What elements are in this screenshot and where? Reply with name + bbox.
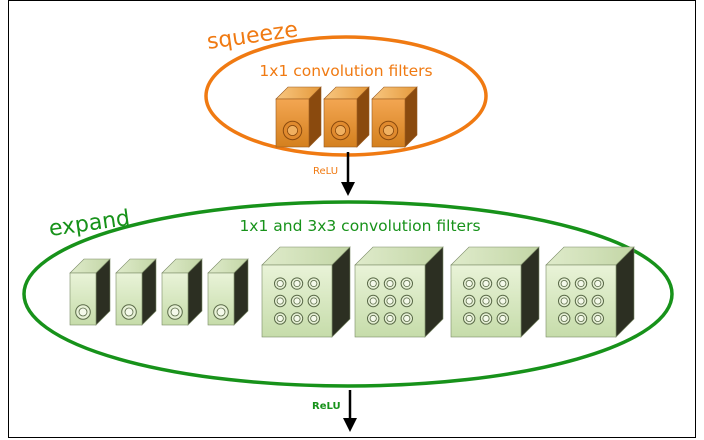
expand-filter-knob-center — [78, 307, 88, 317]
expand-filter-knob-center — [482, 279, 490, 288]
expand-filter-3x3 — [450, 246, 540, 338]
expand-filter-knob-center — [386, 297, 394, 305]
expand-filter-knob-center — [403, 297, 411, 305]
expand-filter-3x3 — [354, 246, 444, 338]
expand-filter-knob-center — [369, 297, 377, 305]
squeeze-label: squeeze — [205, 17, 299, 54]
expand-filter-knob-center — [216, 307, 226, 317]
expand-filter-knob-center — [577, 297, 585, 305]
expand-filter-knob-center — [560, 297, 568, 305]
expand-filter-knob-center — [310, 297, 318, 305]
expand-filter-3x3 — [545, 246, 635, 338]
expand-filter-knob-center — [482, 297, 490, 305]
expand-filter-1x1 — [69, 258, 111, 326]
expand-filter-knob-center — [499, 314, 507, 323]
expand-filter-knob-center — [577, 279, 585, 288]
expand-filter-1x1 — [161, 258, 203, 326]
squeeze-title: 1x1 convolution filters — [259, 62, 432, 80]
expand-filter-knob-center — [594, 314, 602, 323]
squeeze-filters — [275, 86, 418, 148]
expand-title: 1x1 and 3x3 convolution filters — [239, 217, 480, 235]
expand-filter-knob-center — [577, 314, 585, 323]
expand-filter-knob-center — [293, 297, 301, 305]
arrowhead-top — [341, 182, 355, 196]
expand-filter-knob-center — [465, 314, 473, 323]
expand-filter-knob-center — [465, 279, 473, 288]
expand-ellipse — [22, 200, 674, 388]
expand-filter-knob-center — [276, 297, 284, 305]
expand-filter-knob-center — [369, 279, 377, 288]
expand-filter-knob-center — [124, 307, 134, 317]
squeeze-filter-1x1 — [323, 86, 370, 148]
expand-filter-knob-center — [499, 297, 507, 305]
expand-filter-knob-center — [276, 314, 284, 323]
expand-label: expand — [47, 206, 131, 242]
relu-label-bottom: ReLU — [312, 401, 341, 412]
expand-filter-knob-center — [276, 279, 284, 288]
squeeze-filter-1x1 — [371, 86, 418, 148]
expand-filter-knob-center — [403, 314, 411, 323]
expand-filter-knob-center — [560, 314, 568, 323]
expand-filter-knob-center — [293, 279, 301, 288]
squeeze-filter-knob-center — [383, 125, 394, 136]
squeeze-ellipse — [204, 35, 488, 157]
squeeze-filter-1x1 — [275, 86, 322, 148]
expand-filter-1x1 — [115, 258, 157, 326]
expand-filter-knob-center — [499, 279, 507, 288]
diagram-frame — [8, 0, 696, 438]
expand-filter-3x3 — [261, 246, 351, 338]
expand-filter-knob-center — [369, 314, 377, 323]
expand-filter-knob-center — [560, 279, 568, 288]
expand-filter-knob-center — [310, 279, 318, 288]
expand-filter-knob-center — [386, 279, 394, 288]
expand-filter-knob-center — [482, 314, 490, 323]
expand-filter-1x1 — [207, 258, 249, 326]
expand-filter-knob-center — [293, 314, 301, 323]
squeeze-filter-knob-center — [287, 125, 298, 136]
expand-filter-knob-center — [465, 297, 473, 305]
expand-filter-knob-center — [594, 279, 602, 288]
expand-filters — [69, 246, 635, 338]
arrowhead-bottom — [343, 418, 357, 432]
expand-filter-knob-center — [310, 314, 318, 323]
expand-filter-knob-center — [170, 307, 180, 317]
expand-filter-knob-center — [403, 279, 411, 288]
expand-filter-knob-center — [594, 297, 602, 305]
relu-label-top: ReLU — [313, 166, 338, 177]
expand-filter-knob-center — [386, 314, 394, 323]
squeeze-filter-knob-center — [335, 125, 346, 136]
